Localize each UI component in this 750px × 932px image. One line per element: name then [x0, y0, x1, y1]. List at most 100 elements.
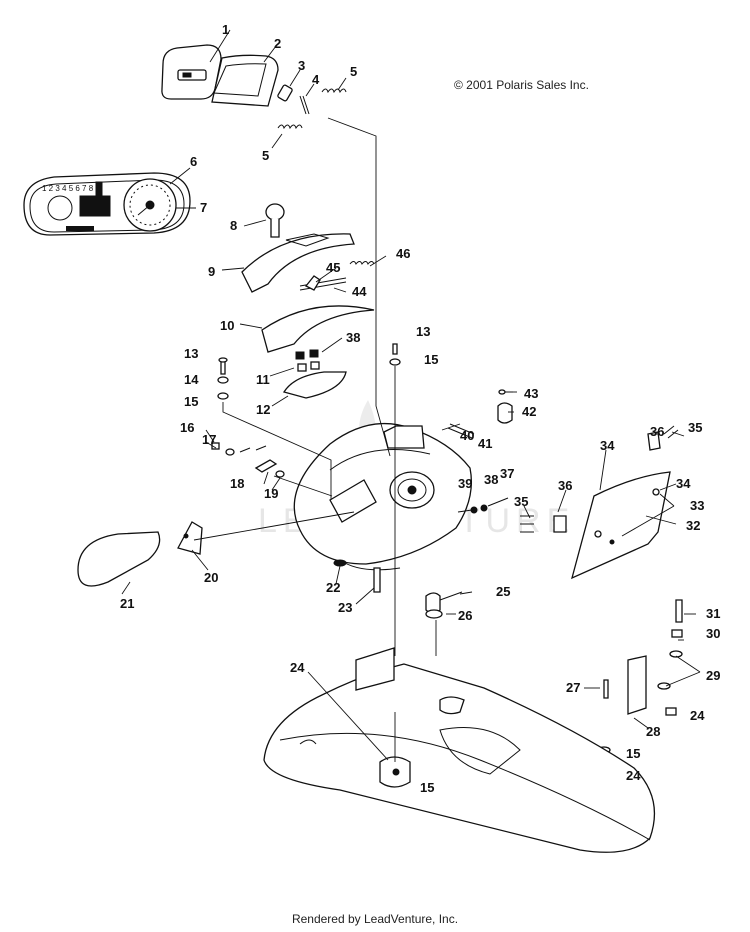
callout-7: 7 [200, 200, 207, 215]
callout-32: 32 [686, 518, 700, 533]
callout-25: 25 [496, 584, 510, 599]
part-36-bracket-right [647, 431, 661, 451]
callout-31: 31 [706, 606, 720, 621]
callout-6: 6 [190, 154, 197, 169]
callout-14: 14 [184, 372, 199, 387]
callout-4: 4 [312, 72, 320, 87]
part-31-pin [675, 599, 683, 623]
callout-38: 38 [484, 472, 498, 487]
part-21-mirror [77, 531, 161, 587]
gauge-numbers: 1 2 3 4 5 6 7 8 [42, 184, 94, 193]
callout-15b: 15 [424, 352, 438, 367]
callout-1: 1 [222, 22, 229, 37]
callout-3: 3 [298, 58, 305, 73]
callout-44: 44 [352, 284, 367, 299]
part-5-spring-lower [277, 124, 303, 130]
part-20-mirror-mount [177, 521, 203, 555]
callout-22: 22 [326, 580, 340, 595]
part-10-trim [261, 305, 375, 353]
part-32-panel [571, 471, 671, 580]
hull [263, 647, 656, 853]
callout-35b: 35 [514, 494, 528, 509]
part-13-14-15-stack-left [217, 357, 229, 400]
callout-39: 39 [458, 476, 472, 491]
callout-37: 37 [500, 466, 514, 481]
callout-16: 16 [180, 420, 194, 435]
callout-36: 36 [650, 424, 664, 439]
part-25-26-switch [425, 591, 463, 619]
callout-46: 46 [396, 246, 410, 261]
callout-33: 33 [690, 498, 704, 513]
callout-5b: 5 [262, 148, 269, 163]
part-27-bolt [603, 679, 609, 699]
callout-15d: 15 [626, 746, 640, 761]
copyright-text: © 2001 Polaris Sales Inc. [454, 78, 589, 92]
callout-13: 13 [184, 346, 198, 361]
callout-28: 28 [646, 724, 660, 739]
callout-15c: 15 [420, 780, 434, 795]
part-22-grommet [333, 559, 347, 567]
callout-17: 17 [202, 432, 216, 447]
callout-45: 45 [326, 260, 340, 275]
part-5-spring-upper [321, 88, 347, 94]
part-3-clip [277, 84, 293, 102]
callout-29: 29 [706, 668, 720, 683]
callout-11: 11 [256, 372, 270, 387]
callout-13b: 13 [416, 324, 430, 339]
callout-21: 21 [120, 596, 134, 611]
callout-24b: 24 [690, 708, 705, 723]
part-33-34-fasteners [594, 488, 660, 545]
part-40-pod [293, 422, 473, 571]
footer-credit: Rendered by LeadVenture, Inc. [291, 912, 459, 926]
part-36-bracket-left [553, 515, 567, 533]
part-2-lens-frame [211, 54, 279, 107]
callout-35: 35 [688, 420, 702, 435]
callout-9: 9 [208, 264, 215, 279]
callout-8: 8 [230, 218, 237, 233]
part-11-nuts [295, 349, 320, 372]
part-1-bezel [161, 44, 222, 100]
callout-18: 18 [230, 476, 244, 491]
part-23-clip [373, 567, 381, 593]
callout-15: 15 [184, 394, 198, 409]
callouts: 1 2 3 4 5 5 6 7 8 9 10 11 12 13 14 15 13… [120, 22, 720, 795]
callout-5: 5 [350, 64, 357, 79]
callout-34: 34 [676, 476, 691, 491]
part-30-nut [671, 629, 683, 638]
callout-26: 26 [458, 608, 472, 623]
part-9-cover [241, 233, 355, 293]
part-19-screw [275, 470, 285, 478]
callout-42: 42 [522, 404, 536, 419]
callout-41: 41 [478, 436, 492, 451]
callout-36b: 36 [558, 478, 572, 493]
callout-12: 12 [256, 402, 270, 417]
part-43-screw [498, 389, 513, 395]
callout-20: 20 [204, 570, 218, 585]
part-42-cap [497, 402, 513, 424]
part-13-15-stack-center [389, 343, 401, 366]
part-7-speedometer [123, 178, 177, 232]
callout-23: 23 [338, 600, 352, 615]
part-8-knob [265, 203, 285, 238]
part-12-pad [282, 371, 347, 399]
part-18-bracket [254, 459, 278, 473]
part-28-bracket [627, 655, 647, 715]
callout-19: 19 [264, 486, 278, 501]
part-16-17-fasteners [211, 442, 267, 456]
callout-2: 2 [274, 36, 281, 51]
callout-24c: 24 [626, 768, 641, 783]
callout-10: 10 [220, 318, 234, 333]
part-37-39-bolt [470, 497, 509, 514]
part-35-screws [520, 425, 679, 533]
leader-lines [121, 29, 701, 762]
callout-40: 40 [460, 428, 474, 443]
callout-43: 43 [524, 386, 538, 401]
callout-34b: 34 [600, 438, 615, 453]
part-46-spring [349, 261, 375, 265]
part-4-pin [299, 95, 310, 115]
callout-30: 30 [706, 626, 720, 641]
callout-24: 24 [290, 660, 305, 675]
callout-38b: 38 [346, 330, 360, 345]
part-29-washers [657, 650, 683, 690]
